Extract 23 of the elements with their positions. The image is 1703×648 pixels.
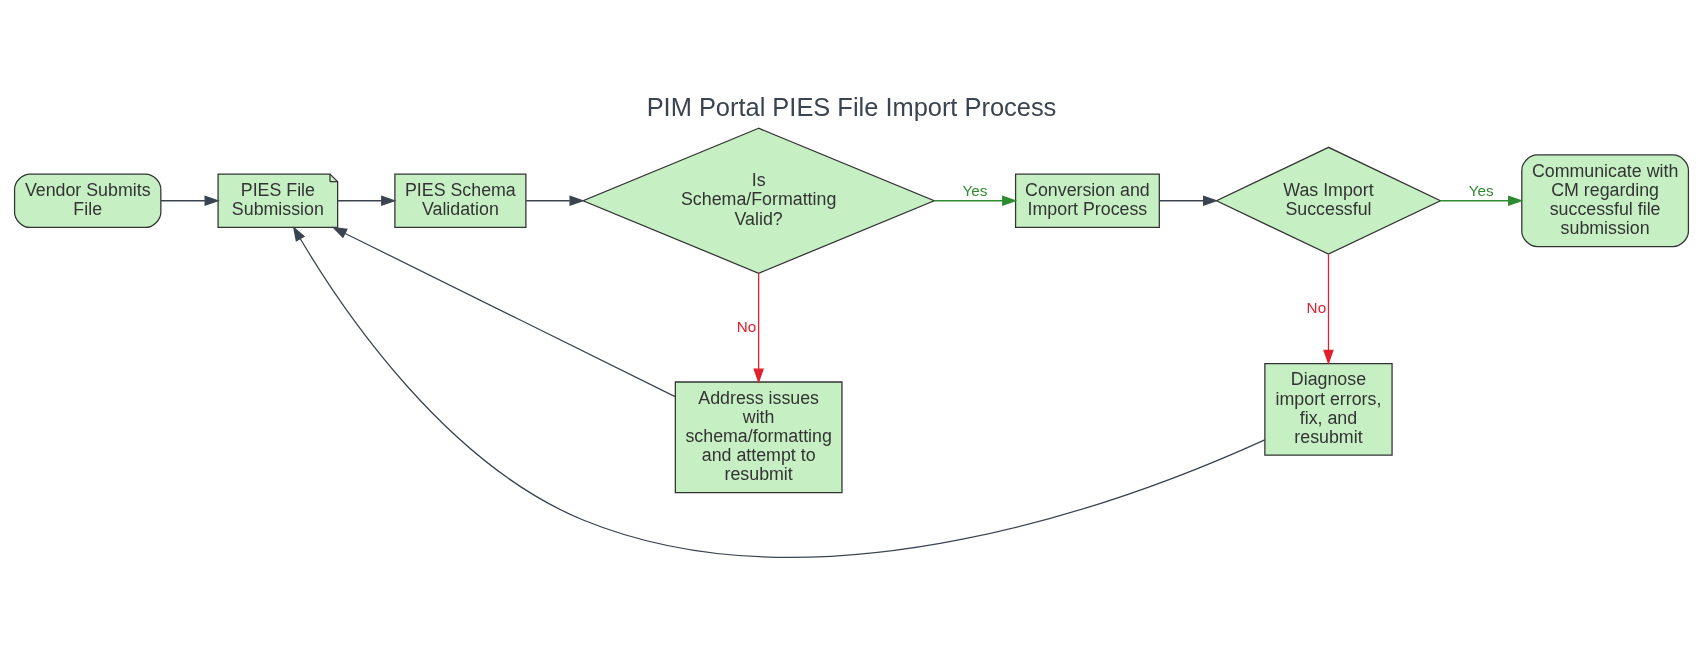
node-diamond: Was Import Successful (1215, 146, 1442, 255)
arrow (753, 272, 764, 384)
arrow (1159, 195, 1219, 207)
arrow (337, 195, 397, 207)
node-box: Vendor Submits File (13, 173, 162, 229)
node-diamond: Is Schema/Formatting Valid? (581, 127, 936, 274)
diagram-title: PIM Portal PIES File Import Process (646, 92, 1057, 121)
arrow (525, 195, 585, 207)
arrow (933, 195, 1018, 207)
arrow (331, 226, 676, 398)
node-box: Diagnose import errors, fix, and resubmit (1264, 362, 1393, 456)
arrow (1323, 253, 1334, 365)
node-box: Conversion and Import Process (1014, 173, 1160, 229)
edge-label: Yes (1468, 182, 1494, 200)
edge-label: Yes (962, 182, 988, 200)
edge-label: No (1306, 298, 1327, 316)
arrow (1439, 195, 1524, 207)
arrow (160, 195, 220, 207)
node-box: Communicate with CM regarding successful file submission (1521, 154, 1690, 248)
node-box: Address issues with schema/formatting and attempt to resubmit (674, 381, 843, 494)
arrow (292, 225, 1266, 558)
edge-label: No (736, 317, 757, 335)
node-box: PIES Schema Validation (394, 173, 527, 229)
